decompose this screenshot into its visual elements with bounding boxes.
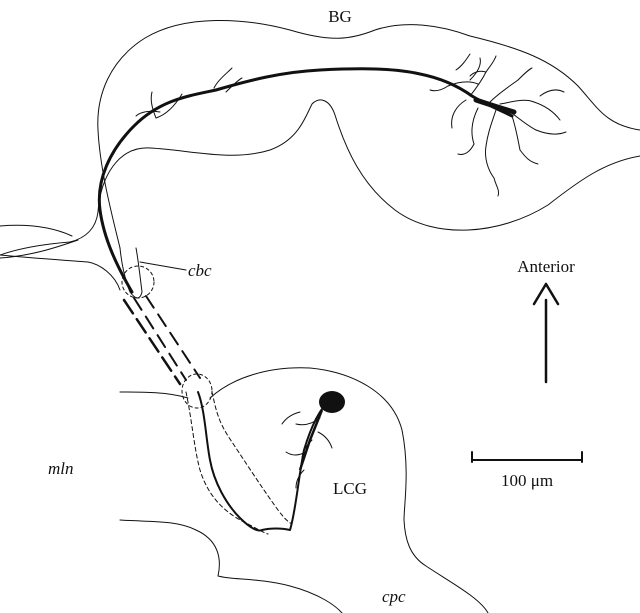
connective-dashed-1 <box>134 298 186 380</box>
label-bg: BG <box>328 7 352 26</box>
label-cbc: cbc <box>188 261 212 280</box>
connective-dashed-2 <box>146 296 200 378</box>
label-scale-bar: 100 μm <box>501 471 553 490</box>
left-nerve-root-upper <box>0 225 72 236</box>
axon-terminal-thickening <box>476 100 514 112</box>
lcg-cell-body <box>319 391 345 413</box>
connective-wall-right <box>0 255 120 290</box>
axon-buccal-trunk <box>99 69 512 292</box>
label-lcg: LCG <box>333 479 367 498</box>
axon-lcg-dashed-outline <box>186 392 268 534</box>
buccal-ganglion-inner-outline <box>0 100 640 255</box>
label-anterior: Anterior <box>517 257 575 276</box>
mln-nerve-outline <box>120 392 188 398</box>
axon-lcg-dashed-outline-2 <box>212 392 292 524</box>
axon-lcg-path <box>198 392 330 531</box>
bg-dendritic-arbor <box>430 54 566 196</box>
label-mln: mln <box>48 459 74 478</box>
lcg-cell-neck <box>300 410 322 470</box>
lcg-lower-outline <box>120 520 342 613</box>
label-cpc: cpc <box>382 587 406 606</box>
connective-dashed-3 <box>124 300 180 384</box>
